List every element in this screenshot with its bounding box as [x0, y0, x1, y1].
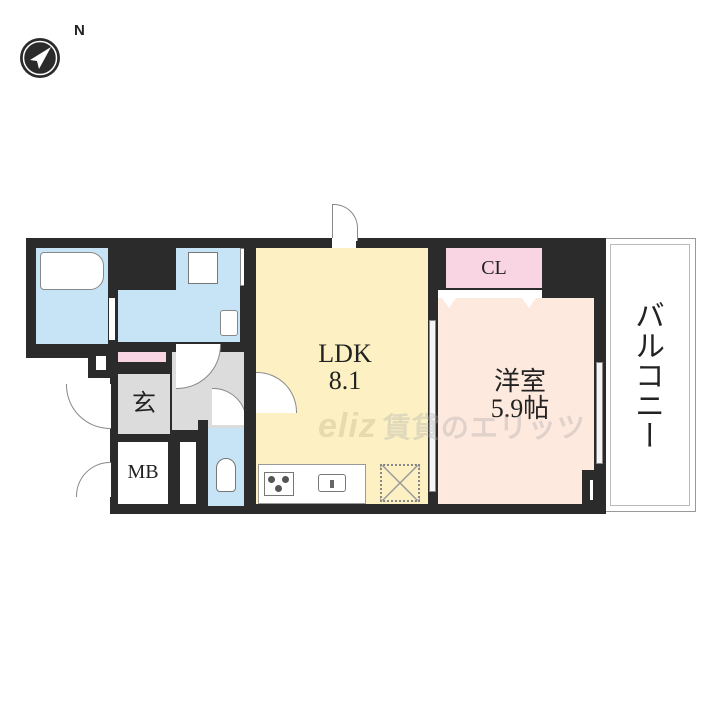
- western-room-size: 5.9帖: [490, 394, 550, 424]
- refrigerator-space: [380, 464, 420, 502]
- western-room-name: 洋室: [493, 367, 546, 396]
- meter-box-label: MB: [118, 462, 168, 483]
- closet-door-marker-left: [442, 298, 456, 308]
- washroom: [118, 290, 240, 342]
- ldk-label: LDK 8.1: [300, 340, 390, 395]
- balcony: [604, 238, 696, 512]
- balcony-text: バルコニー: [629, 300, 664, 450]
- bath-divider-wall: [108, 248, 118, 288]
- washing-machine-icon: [188, 252, 218, 284]
- shoe-cabinet: [118, 352, 166, 362]
- balcony-label: バルコニー: [628, 300, 664, 450]
- western-room: [438, 298, 594, 504]
- entrance-label: 玄: [124, 391, 164, 417]
- stove-burner-2: [282, 476, 289, 483]
- entrance-side-wall: [110, 374, 118, 514]
- corner-post-inner: [590, 480, 593, 500]
- meter-box: [118, 442, 168, 504]
- bath-door: [109, 298, 115, 340]
- ldk-top-opening: [332, 238, 356, 248]
- north-label: N: [74, 22, 85, 39]
- sliding-door: [429, 320, 436, 492]
- stove-icon: [264, 472, 294, 496]
- watermark-text: 賃貸のエリッツ: [382, 412, 586, 443]
- mb-right-wall: [168, 442, 176, 506]
- closet-doors: [438, 290, 542, 298]
- watermark-logo: eliz: [318, 407, 377, 445]
- closet-text: CL: [481, 257, 507, 279]
- toilet-left-wall: [198, 420, 208, 510]
- closet-door-marker-right: [522, 298, 536, 308]
- wash-basin-icon: [220, 310, 238, 336]
- bathtub: [40, 252, 104, 290]
- balcony-window: [596, 362, 603, 464]
- entrance: [118, 374, 170, 434]
- western-corner-post: [582, 470, 596, 506]
- ldk-top-door: [332, 204, 358, 241]
- stove-burner-3: [275, 485, 282, 492]
- stove-burner-1: [268, 476, 275, 483]
- entrance-post-inner: [96, 356, 106, 370]
- western-room-label: 洋室 5.9帖: [470, 368, 570, 423]
- closet: [446, 248, 542, 288]
- storage-niche: [180, 442, 196, 504]
- ldk-size: 8.1: [328, 366, 362, 396]
- toilet-bowl-icon: [216, 458, 236, 492]
- ldk-name: LDK: [318, 339, 372, 368]
- ldk-room: [256, 248, 428, 504]
- balcony-inner-line: [610, 244, 690, 506]
- closet-label: CL: [446, 258, 542, 279]
- entrance-text: 玄: [132, 391, 156, 417]
- sink-faucet: [330, 480, 334, 488]
- compass-north-arrow-icon: [20, 38, 60, 78]
- mb-top-wall: [110, 434, 206, 442]
- closet-right-wall: [542, 248, 550, 300]
- ldk-left-wall: [244, 248, 256, 510]
- utility-block: [118, 248, 176, 290]
- meter-box-text: MB: [127, 461, 159, 483]
